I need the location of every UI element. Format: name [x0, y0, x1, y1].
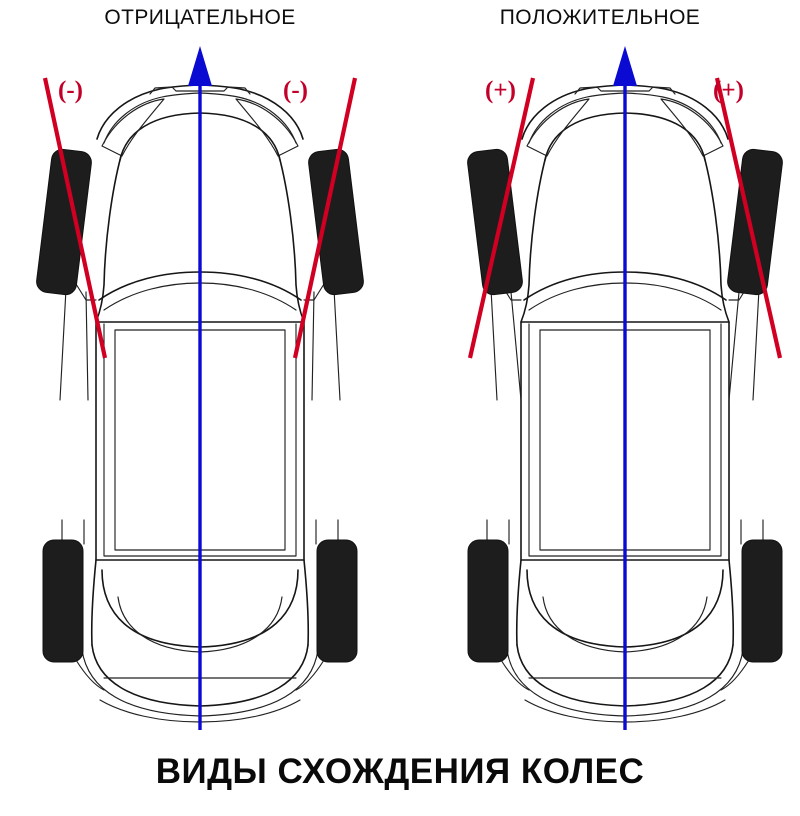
roof-panel — [114, 329, 286, 551]
toe-line-right — [714, 77, 783, 359]
centerline-arrowhead — [188, 46, 212, 86]
front-wheel-trace-left-2 — [85, 291, 89, 401]
rear-arch-right — [720, 659, 750, 691]
front-wheel-trace-right — [333, 288, 341, 401]
rear-tire-left — [467, 539, 509, 663]
headlight-right — [660, 98, 724, 157]
rear-tire-right — [741, 539, 783, 663]
front-wheel-trace-left — [490, 288, 498, 401]
headlight-right — [235, 98, 299, 157]
front-fender-left — [95, 155, 122, 323]
diagram-caption: ВИДЫ СХОЖДЕНИЯ КОЛЕС — [155, 752, 645, 791]
sign-label-positive-left: (+) — [485, 77, 516, 104]
front-wheel-trace-left-2 — [510, 291, 522, 401]
rear-quarter-right — [728, 559, 735, 646]
headlight-left — [526, 98, 590, 157]
front-fender-left — [520, 155, 547, 323]
front-wheel-trace-right-2 — [311, 291, 315, 401]
front-tire-left — [36, 148, 92, 296]
front-tire-right — [727, 148, 783, 296]
roof-panel — [539, 329, 711, 551]
car-positive — [467, 46, 783, 730]
rear-quarter-right — [303, 559, 310, 646]
front-tire-right — [308, 148, 364, 296]
panel-heading-negative: ОТРИЦАТЕЛЬНОЕ — [104, 6, 296, 29]
front-wheel-trace-right-2 — [728, 291, 740, 401]
front-tire-left — [467, 148, 523, 296]
toe-line-left — [467, 77, 536, 359]
sign-label-negative-left: (-) — [58, 77, 83, 104]
toe-line-left — [42, 77, 108, 359]
sign-label-positive-right: (+) — [713, 77, 744, 104]
front-fender-right — [703, 155, 730, 323]
rear-quarter-left — [90, 559, 97, 646]
front-fender-right — [278, 155, 305, 323]
panel-heading-positive: ПОЛОЖИТЕЛЬНОЕ — [499, 6, 701, 29]
sign-label-negative-right: (-) — [283, 77, 308, 104]
rear-tire-left — [42, 539, 84, 663]
rear-quarter-left — [515, 559, 522, 646]
front-wheel-trace-right — [752, 288, 760, 401]
centerline-arrowhead — [613, 46, 637, 86]
rear-arch-left — [500, 659, 530, 691]
headlight-left — [101, 98, 165, 157]
toe-line-right — [292, 77, 358, 359]
car-negative — [36, 46, 364, 730]
rear-tire-right — [316, 539, 358, 663]
rear-arch-right — [295, 659, 325, 691]
rear-arch-left — [75, 659, 105, 691]
front-wheel-trace-left — [59, 288, 67, 401]
